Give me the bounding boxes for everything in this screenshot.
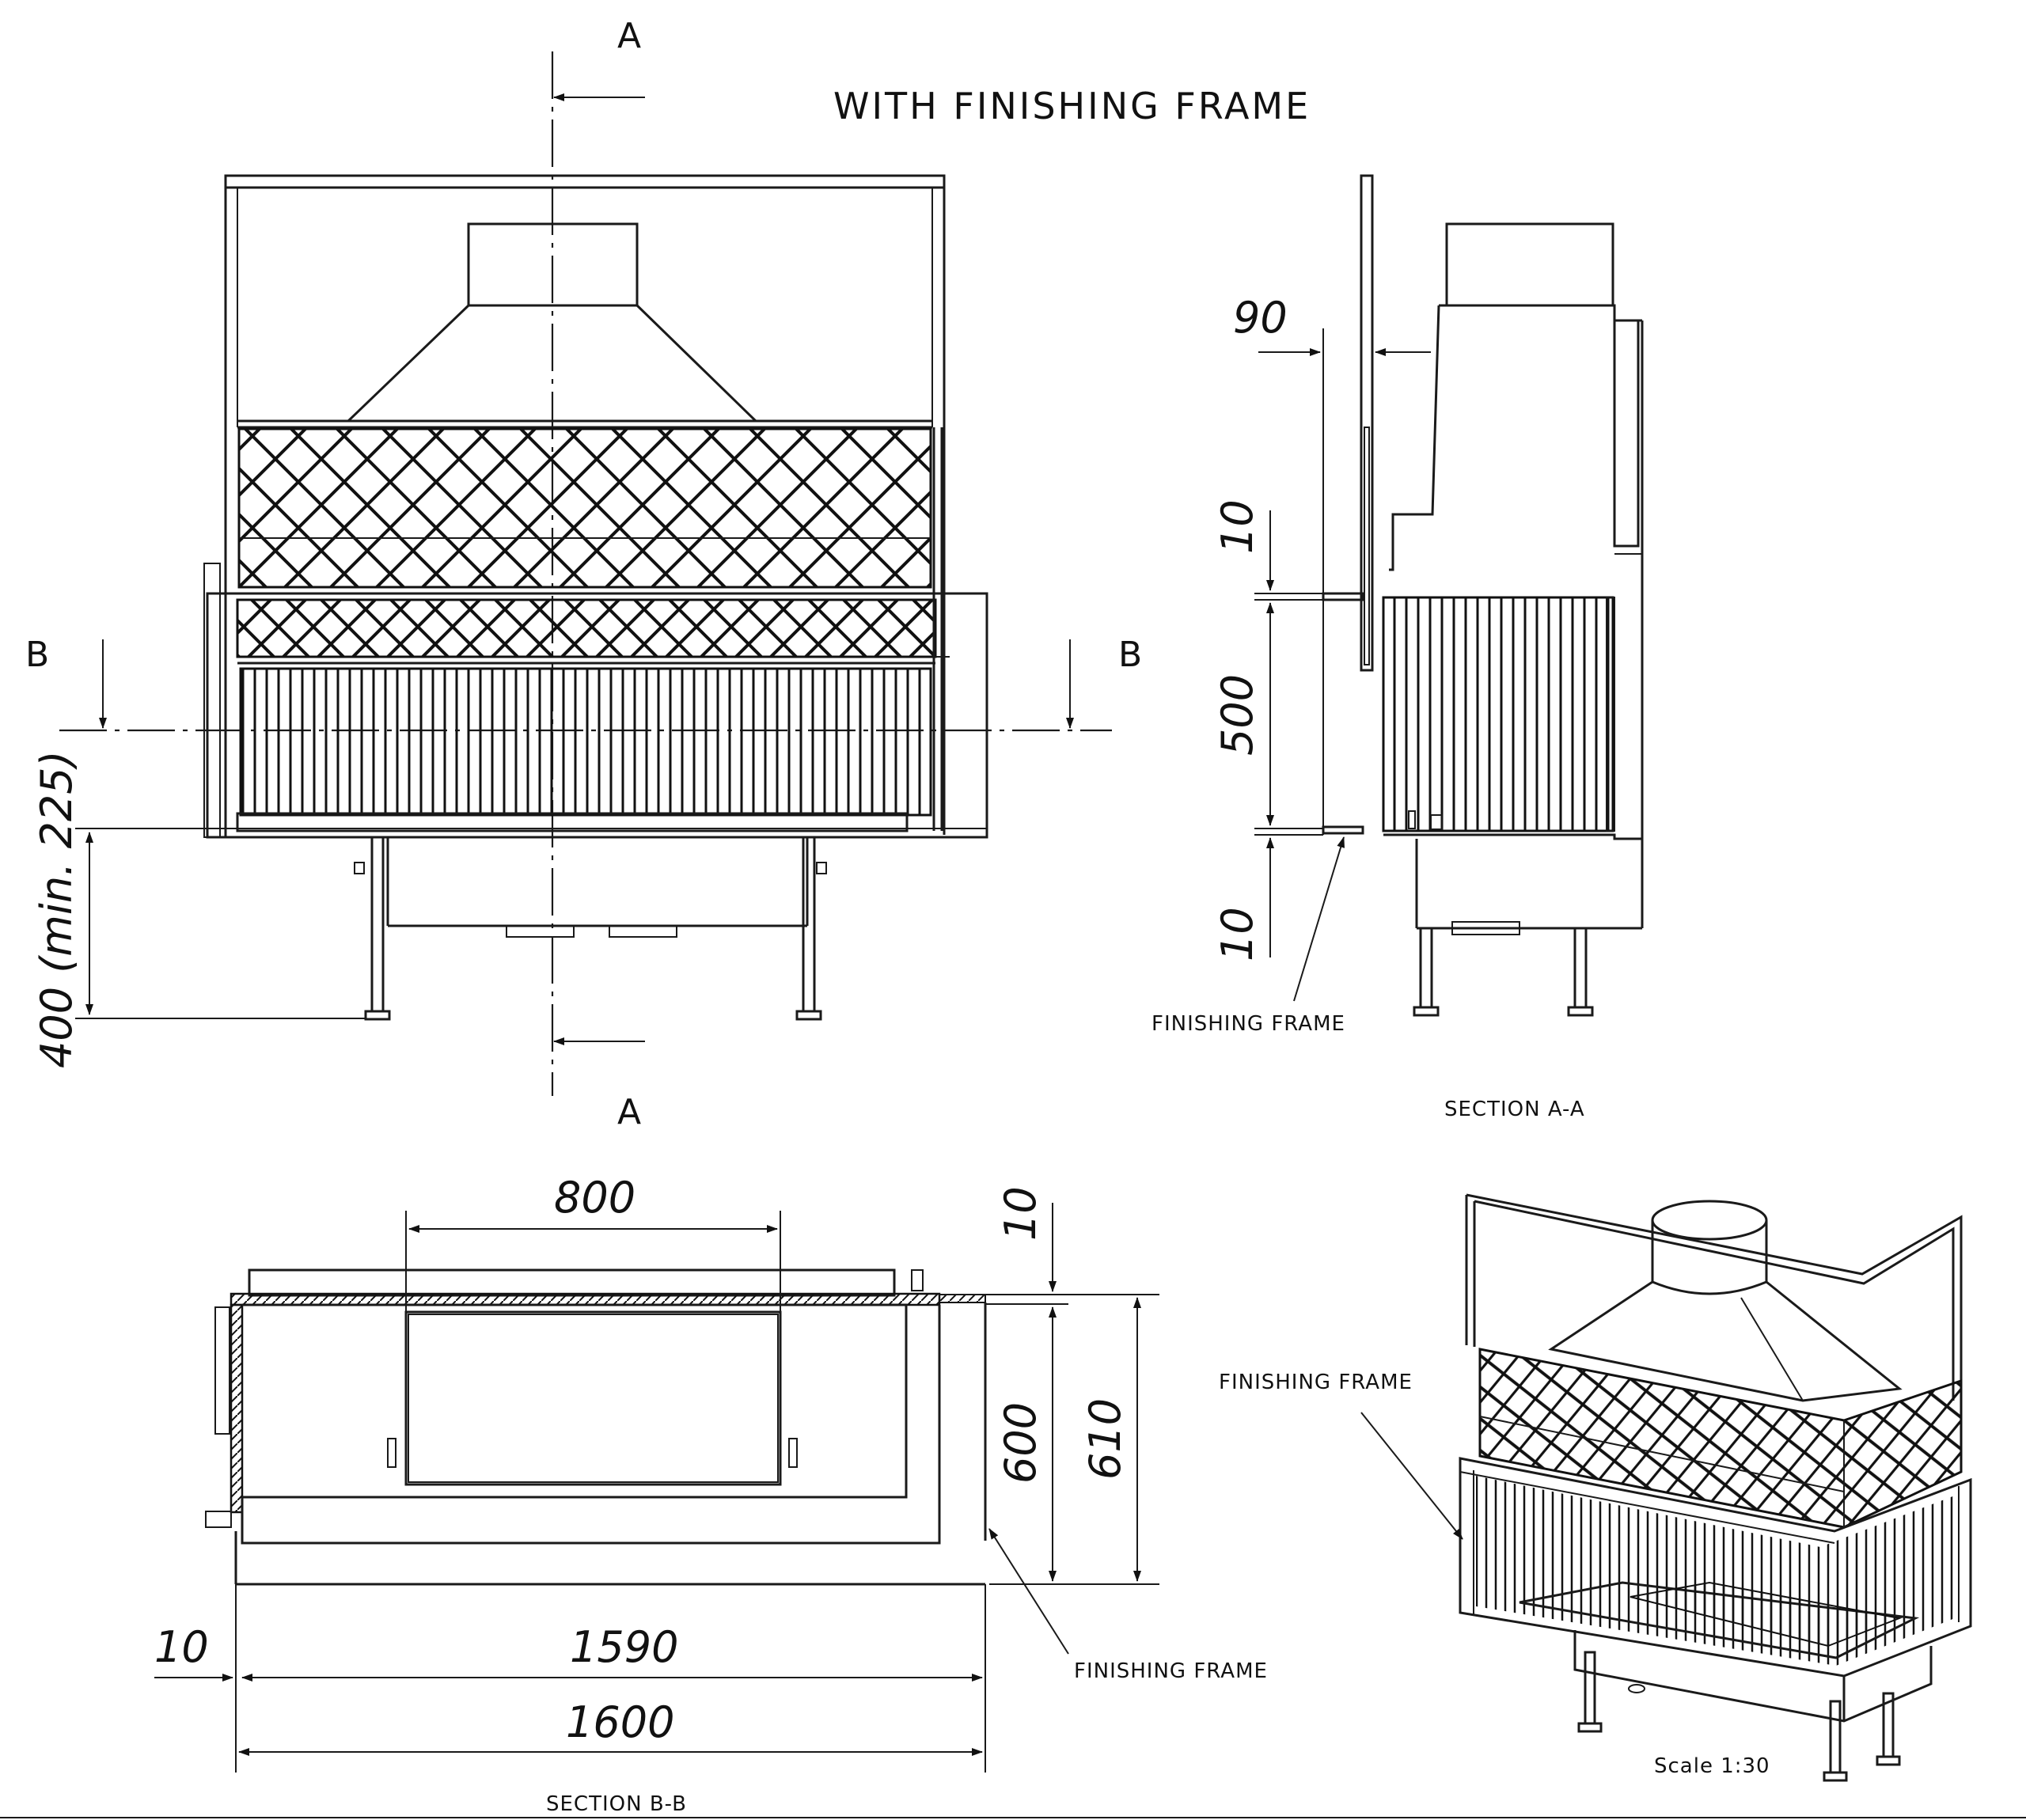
frame-panel-side — [1360, 174, 1374, 672]
section-mark-b-right: B — [1118, 635, 1142, 675]
finishing-frame-front — [206, 592, 988, 839]
frame-outer-top — [224, 174, 946, 189]
firebox-bars — [239, 667, 932, 817]
section-bb-frame-label: FINISHING FRAME — [1074, 1659, 1268, 1683]
iso-flue — [1651, 1200, 1768, 1241]
section-mark-a-bottom: A — [617, 1092, 641, 1132]
flue-collar — [467, 222, 639, 307]
leader-finishing-frame-bb — [988, 1528, 1069, 1655]
section-mark-b-left: B — [25, 635, 49, 675]
front-view: 400 (min. 225) — [32, 51, 1112, 1096]
leader-finishing-frame-iso — [1360, 1412, 1463, 1540]
section-mark-a-top: A — [617, 16, 641, 56]
dim-90-label: 90 — [1233, 293, 1288, 343]
hatched-wall-top — [230, 1292, 941, 1306]
iso-scale-label: Scale 1:30 — [1654, 1754, 1770, 1778]
leader-finishing-frame-aa — [1293, 836, 1345, 1002]
dim-600-label: 600 — [996, 1402, 1045, 1484]
dim-10-bottom-label: 10 — [1212, 907, 1262, 961]
dim-10-top-label: 10 — [1212, 499, 1262, 554]
front-leg-left — [354, 836, 391, 1021]
isometric-view: FINISHING FRAME Scale 1:30 — [1219, 1193, 1972, 1782]
hatched-wall-left — [230, 1303, 244, 1514]
section-bb-grate — [404, 1310, 782, 1486]
dim-height-label: 400 (min. 225) — [32, 750, 82, 1068]
iso-finishing-frame — [1459, 1457, 1972, 1678]
flue-collar-side — [1445, 222, 1614, 307]
dim-800-label: 800 — [554, 1173, 635, 1223]
section-bb-view: 800 10 600 610 10 1590 1600 FINISHING FR… — [154, 1173, 1268, 1816]
dim-610-label: 610 — [1080, 1398, 1130, 1480]
dim-500-label: 500 — [1212, 674, 1262, 756]
section-bb-title: SECTION B-B — [546, 1792, 687, 1816]
iso-frame-label: FINISHING FRAME — [1219, 1371, 1413, 1394]
front-leg-right — [795, 836, 827, 1021]
dim-10-left-bb-label: 10 — [154, 1622, 209, 1672]
iso-frame — [1466, 1193, 1963, 1409]
upper-lattice — [237, 427, 932, 589]
section-aa-view: 90 10 500 10 FINISHING FRAME SECTION A-A — [1151, 174, 1644, 1121]
section-aa-title: SECTION A-A — [1444, 1098, 1585, 1121]
drawing-title: WITH FINISHING FRAME — [833, 85, 1311, 127]
dim-1590-label: 1590 — [570, 1622, 678, 1672]
iso-grate — [1630, 1581, 1903, 1647]
section-aa-frame-label: FINISHING FRAME — [1151, 1012, 1345, 1036]
dim-10-top-bb-label: 10 — [996, 1186, 1045, 1241]
section-aa-bars — [1382, 596, 1614, 832]
dim-1600-label: 1600 — [566, 1697, 674, 1747]
lower-lattice — [236, 598, 937, 658]
